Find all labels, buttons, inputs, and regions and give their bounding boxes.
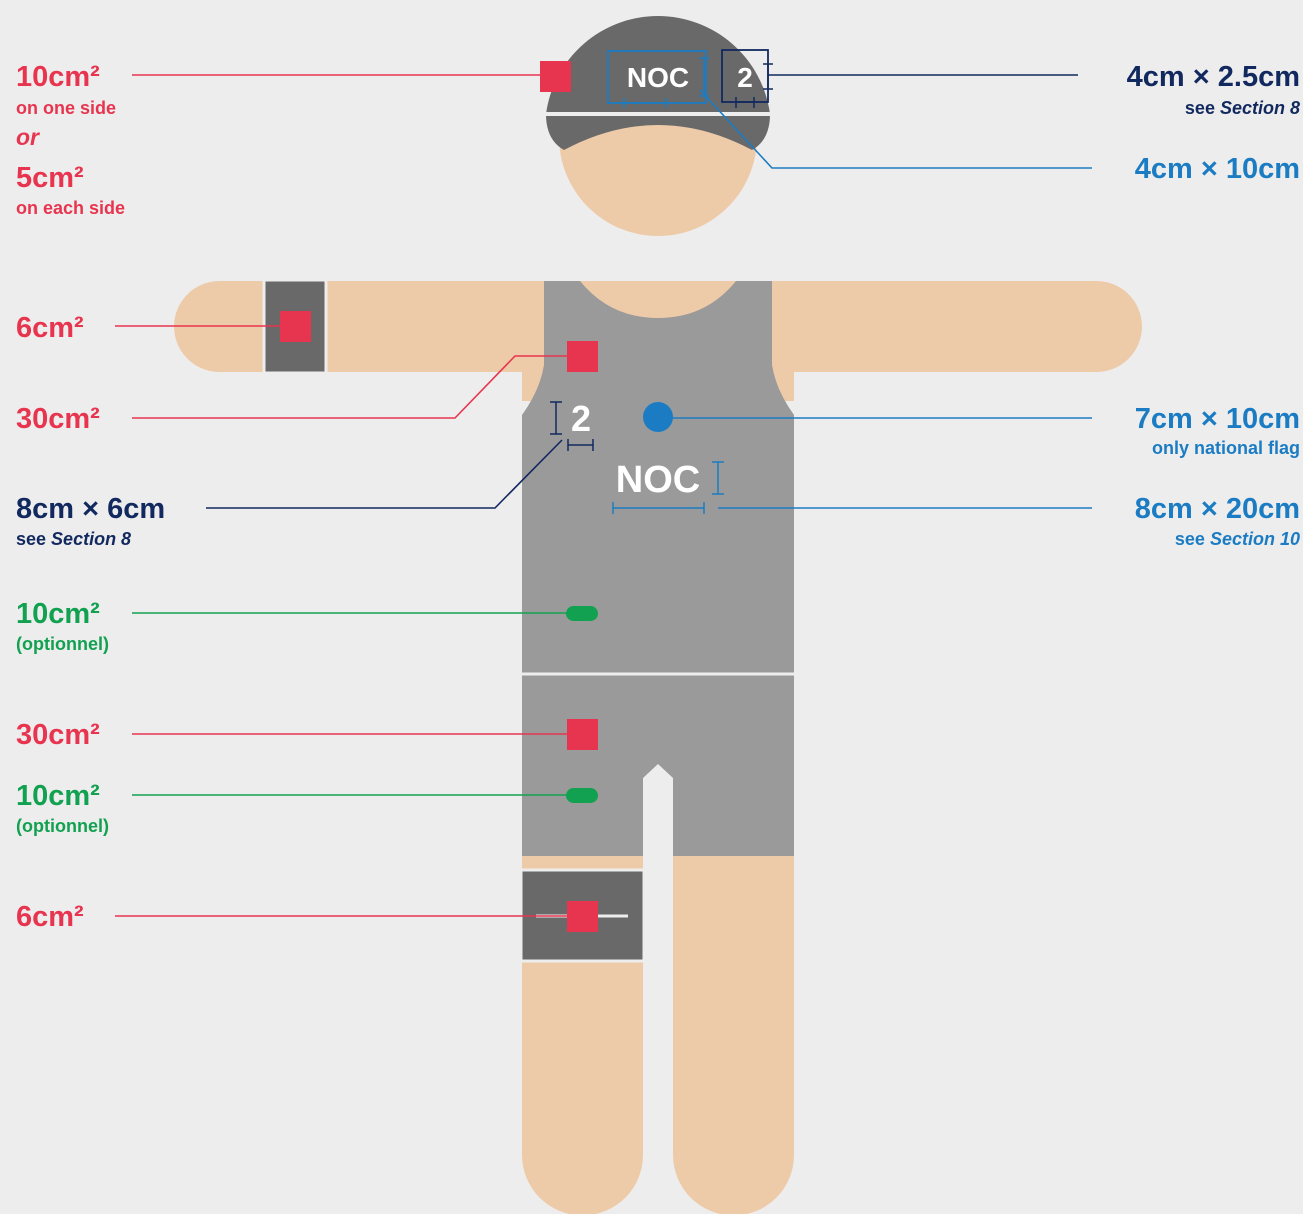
cap-number-text: 2 — [737, 62, 753, 93]
swimsuit — [522, 281, 794, 856]
flag-marker — [643, 402, 673, 432]
shorts-optional-marker — [566, 788, 598, 803]
leg-logo-marker — [567, 901, 598, 932]
chest-noc-label: 8cm × 20cm — [1135, 495, 1300, 524]
cap-logo-each-side-label: 5cm² — [16, 164, 84, 193]
waist-optional-label: 10cm² — [16, 600, 100, 629]
shorts-logo-marker — [567, 719, 598, 750]
cap-number-label: 4cm × 2.5cm — [1127, 63, 1300, 92]
shorts-logo-label: 30cm² — [16, 721, 100, 750]
chest-number-label: 8cm × 6cm — [16, 495, 165, 524]
shorts-optional-note: (optionnel) — [16, 817, 109, 835]
right-leg — [673, 850, 794, 1214]
cap-noc-label: 4cm × 10cm — [1135, 155, 1300, 184]
waist-optional-marker — [566, 606, 598, 621]
arm-logo-label: 6cm² — [16, 314, 84, 343]
chest-number-text: 2 — [571, 398, 591, 439]
waist-optional-note: (optionnel) — [16, 635, 109, 653]
cap-logo-area-label: 10cm² — [16, 63, 100, 92]
leader-chest-number — [206, 440, 562, 508]
flag-note: only national flag — [1152, 439, 1300, 457]
flag-label: 7cm × 10cm — [1135, 405, 1300, 434]
chest-noc-text: NOC — [616, 459, 700, 501]
arm-logo-marker — [280, 311, 311, 342]
chest-number-note: see Section 8 — [16, 530, 131, 548]
chest-logo-marker — [567, 341, 598, 372]
leg-logo-label: 6cm² — [16, 903, 84, 932]
shorts-optional-label: 10cm² — [16, 782, 100, 811]
chest-logo-label: 30cm² — [16, 405, 100, 434]
cap-noc-text: NOC — [627, 62, 689, 93]
cap-logo-or: or — [16, 126, 39, 149]
cap-logo-one-side-note: on one side — [16, 99, 116, 117]
cap-logo-each-side-note: on each side — [16, 199, 125, 217]
cap-logo-marker — [540, 61, 571, 92]
chest-noc-note: see Section 10 — [1175, 530, 1300, 548]
right-arm — [740, 281, 1142, 372]
cap-number-note: see Section 8 — [1185, 99, 1300, 117]
